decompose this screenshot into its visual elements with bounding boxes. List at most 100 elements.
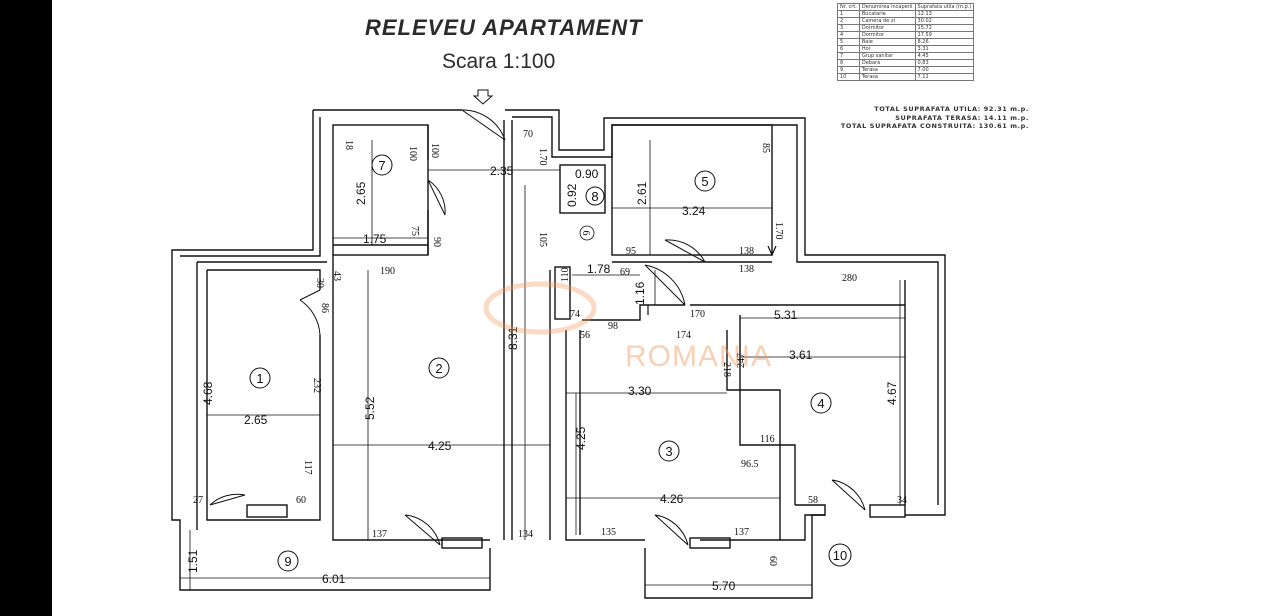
room-10-marker: 10 <box>828 543 852 567</box>
dimension-label: 117 <box>302 460 313 475</box>
dimension-label: 137 <box>372 529 387 540</box>
dimension-lines <box>180 140 905 590</box>
dimension-label: 86 <box>319 303 330 313</box>
svg-text:10: 10 <box>833 548 847 563</box>
room-4-marker: 4 <box>810 392 832 414</box>
dimension-label: 0.92 <box>565 183 579 207</box>
table-cell: 10 <box>837 73 860 81</box>
svg-text:1: 1 <box>256 371 263 386</box>
dimension-label: 74 <box>570 309 580 320</box>
dimension-label: 280 <box>842 273 857 284</box>
dimension-label: 1.51 <box>186 549 200 573</box>
dimension-label: 5.52 <box>363 396 377 420</box>
room-1-marker: 1 <box>249 367 271 389</box>
room-9-marker: 9 <box>277 550 299 572</box>
area-totals: TOTAL SUPRAFATA UTILA: 92.31 m.p. SUPRAF… <box>807 105 1029 131</box>
dimension-label: 137 <box>734 527 749 538</box>
svg-text:8: 8 <box>591 189 598 204</box>
drawing-sheet: RELEVEU APARTAMENT Scara 1:100 Nr. crt. … <box>52 0 1280 616</box>
dimension-label: 134 <box>518 529 533 540</box>
dimension-label: 95 <box>626 246 636 257</box>
room-2-marker: 2 <box>428 357 450 379</box>
dimension-label: 1.70 <box>773 222 784 240</box>
svg-text:2: 2 <box>435 361 442 376</box>
surface-table: Nr. crt. Denumirea incaperii Suprafata u… <box>837 3 975 81</box>
dimension-label: 4.25 <box>428 439 452 453</box>
dimension-label: 110 <box>560 267 571 282</box>
dimension-label: 34 <box>897 495 907 506</box>
walls <box>171 109 946 599</box>
dimension-label: 174 <box>676 330 691 341</box>
dimension-label: 5.70 <box>712 579 736 593</box>
room-5-marker: 5 <box>694 170 716 192</box>
dimension-label: 2.61 <box>635 181 649 205</box>
dimension-label: 70 <box>523 129 533 140</box>
dimension-label: 98 <box>608 321 618 332</box>
svg-text:7: 7 <box>378 158 385 173</box>
dimension-label: 138 <box>739 246 754 257</box>
room-markers: 1 2 3 4 5 6 7 8 9 10 <box>249 154 852 572</box>
dimension-label: 170 <box>690 309 705 320</box>
dimension-label: 6.01 <box>322 572 346 586</box>
dimension-label: 100 <box>407 146 418 161</box>
dimension-label: 8.31 <box>506 326 520 350</box>
dimension-label: 0.90 <box>575 167 599 181</box>
dimension-label: 2.35 <box>490 164 514 178</box>
table-cell: 7.11 <box>914 73 975 81</box>
room-7-marker: 7 <box>371 154 393 176</box>
total-built-area: TOTAL SUPRAFATA CONSTRUITA: 130.61 m.p. <box>840 122 1029 130</box>
dimension-label: 1.16 <box>633 281 647 305</box>
dimension-label: 218 <box>721 362 732 377</box>
dimension-label: 2.65 <box>244 413 268 427</box>
terrace-area: SUPRAFATA TERASA: 14.11 m.p. <box>895 113 1029 122</box>
dimension-label: 75 <box>409 226 420 236</box>
dimension-label: 56 <box>580 330 590 341</box>
svg-text:4: 4 <box>817 396 824 411</box>
dimension-label: 1.78 <box>587 262 611 276</box>
dimension-label: 60 <box>296 495 306 506</box>
dimension-label: 116 <box>760 434 775 445</box>
watermark-logo-icon <box>483 281 597 335</box>
svg-text:6: 6 <box>580 231 591 236</box>
dimension-label: 85 <box>760 143 771 153</box>
svg-text:9: 9 <box>284 554 291 569</box>
dimension-label: 30 <box>314 278 325 288</box>
room-3-marker: 3 <box>658 440 680 462</box>
dimension-label: 90 <box>431 237 442 247</box>
dimension-labels: 2.35 2.65 1.75 18 100 100 75 90 190 30 4… <box>186 129 907 593</box>
dimension-label: 43 <box>331 271 342 281</box>
dimension-label: 100 <box>429 143 440 158</box>
room-6-marker: 6 <box>579 225 595 241</box>
svg-text:3: 3 <box>665 444 672 459</box>
floor-plan: 1 2 3 4 5 6 7 8 9 10 2.35 2.65 1.75 18 1… <box>171 89 946 599</box>
total-useful-area: TOTAL SUPRAFATA UTILA: 92.31 m.p. <box>874 105 1029 113</box>
dimension-label: 69 <box>620 267 630 278</box>
dimension-label: 138 <box>739 264 754 275</box>
dimension-label: 3.24 <box>682 204 706 218</box>
dimension-label: 1.70 <box>537 148 548 166</box>
dimension-label: 3.30 <box>628 384 652 398</box>
dimension-label: 4.68 <box>201 381 215 405</box>
dimension-label: 5.31 <box>774 308 798 322</box>
drawing-title: RELEVEU APARTAMENT <box>365 15 643 40</box>
dimension-label: 4.25 <box>574 426 588 450</box>
dimension-label: 4.26 <box>660 492 684 506</box>
dimension-label: 3.61 <box>789 348 813 362</box>
dimension-label: 60 <box>767 556 778 566</box>
dimension-label: 232 <box>311 378 322 393</box>
dimension-label: 18 <box>343 140 354 150</box>
dimension-label: 96.5 <box>741 459 759 470</box>
doors <box>209 109 866 546</box>
entrance-arrow-icon <box>472 89 494 105</box>
dimension-label: 135 <box>601 527 616 538</box>
watermark: ROMANIA <box>625 340 773 373</box>
dimension-label: 58 <box>808 495 818 506</box>
dimension-label: 1.75 <box>363 232 387 246</box>
svg-text:5: 5 <box>701 174 708 189</box>
dimension-label: 4.67 <box>885 381 899 405</box>
dimension-label: 190 <box>380 266 395 277</box>
room-8-marker: 8 <box>585 186 605 206</box>
dimension-label: 105 <box>537 232 548 247</box>
